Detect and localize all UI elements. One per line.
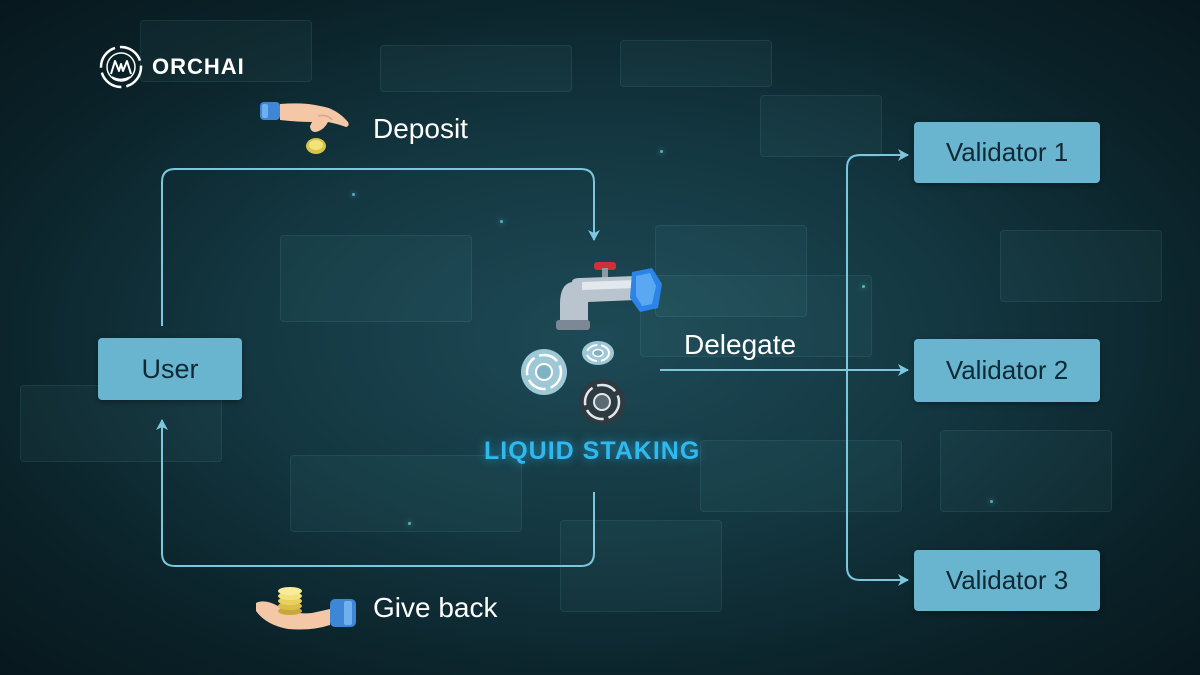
background-panel [290, 455, 522, 532]
validator-node-3: Validator 3 [914, 550, 1100, 611]
give-back-label: Give back [373, 592, 498, 623]
brand-logo: ORCHAI [98, 44, 245, 90]
background-panel [760, 95, 882, 157]
background-panel [655, 225, 807, 317]
validator-node-2: Validator 2 [914, 339, 1100, 402]
validator-node-1: Validator 1 [914, 122, 1100, 183]
deposit-label: Deposit [373, 113, 468, 144]
background-sparkle [990, 500, 993, 503]
give-back-hand-icon [256, 587, 356, 630]
faucet-icon [556, 262, 662, 330]
deposit-hand-icon [260, 102, 349, 154]
background-panel [620, 40, 772, 87]
background-sparkle [862, 285, 865, 288]
validator-1-branch [846, 149, 909, 370]
background-panel [700, 440, 902, 512]
background-panel [280, 235, 472, 322]
background-sparkle [408, 522, 411, 525]
token-coin-icon [521, 349, 567, 395]
validator-3-branch [846, 370, 909, 586]
delegate-label: Delegate [684, 329, 797, 360]
token-coin-icon [582, 341, 614, 365]
give-back-arrow [156, 419, 595, 567]
background-panel [140, 20, 312, 82]
user-node: User [98, 338, 242, 400]
background-panel [640, 275, 872, 357]
orchai-logo-icon [99, 45, 143, 89]
background-sparkle [352, 193, 355, 196]
background-sparkle [500, 220, 503, 223]
deposit-arrow [161, 168, 600, 326]
background-panel [1000, 230, 1162, 302]
liquid-staking-title: LIQUID STAKING [484, 437, 701, 465]
background-sparkle [660, 150, 663, 153]
background-panel [380, 45, 572, 92]
background-panel [940, 430, 1112, 512]
brand-name: ORCHAI [152, 54, 245, 79]
token-coin-icon [579, 379, 625, 425]
